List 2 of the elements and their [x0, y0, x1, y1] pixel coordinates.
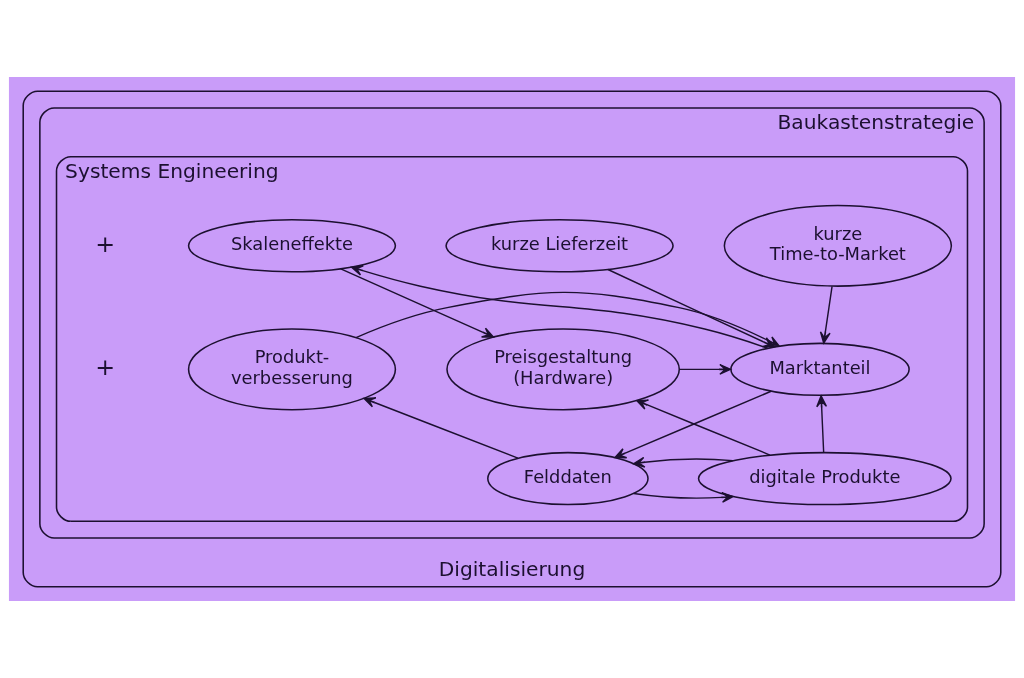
label: +: [95, 229, 116, 258]
label: +: [95, 353, 116, 382]
